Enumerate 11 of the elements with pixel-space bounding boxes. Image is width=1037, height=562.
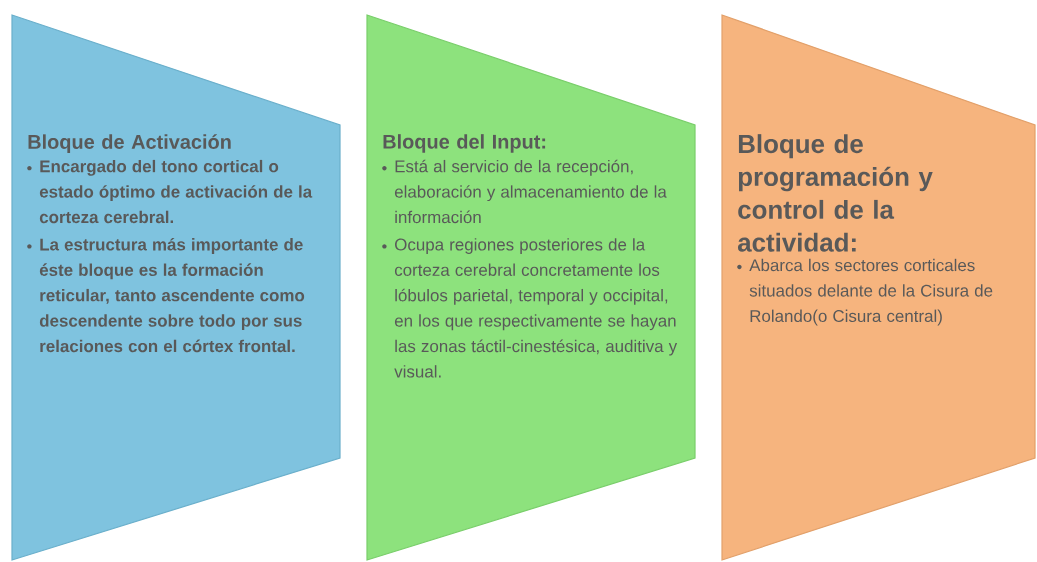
chevron-block bbox=[11, 14, 341, 561]
bullet-text: Está al servicio de la recepción, elaboración y almacenamiento de la información bbox=[394, 159, 667, 224]
bullet-text: Abarca los sectores corticales situados delante de la Cisura de Rolando(o Cisura central) bbox=[749, 258, 993, 326]
bullet-text: Encargado del tono cortical o estado óptimo de activación de la corteza cerebral. bbox=[39, 159, 313, 224]
block-heading: Bloque de Activación bbox=[28, 134, 231, 153]
block-heading: Bloque de programación y control de la actividad: bbox=[737, 134, 933, 252]
bullet-text: La estructura más importante de éste bloque es la formación reticular, tanto ascendente como descendente sobre todo por sus relaciones con el córtex frontal. bbox=[39, 237, 305, 353]
bullet-text: Ocupa regiones posteriores de la corteza cerebral concretamente los lóbulos parietal, temporal y occipital, en los que respectivamente se hayan las zonas táctil-cinestésica, auditiva y visual. bbox=[394, 238, 678, 378]
chevron-block bbox=[366, 14, 696, 561]
block-heading: Bloque del Input: bbox=[383, 134, 546, 153]
chevron-block bbox=[721, 14, 1036, 561]
